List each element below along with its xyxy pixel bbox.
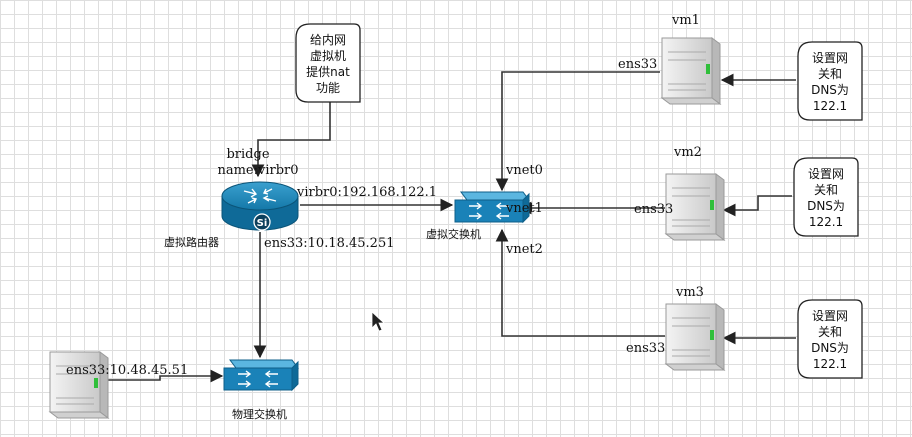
vm3-note: 设置网 关和 DNS为 122.1 <box>797 299 863 379</box>
vm3-note-line-2: 关和 <box>818 325 842 339</box>
router-icon: Si <box>221 181 299 231</box>
router-note-line-2: 虚拟机 <box>310 49 346 63</box>
edge-note-to-router <box>251 94 331 178</box>
vm3-note-line-4: 122.1 <box>813 357 847 371</box>
router-note: 给内网 虚拟机 提供nat 功能 <box>295 23 361 103</box>
mouse-cursor-icon <box>371 311 386 332</box>
vm2-note-line-4: 122.1 <box>809 215 843 229</box>
physical-switch: 物理交换机 <box>223 359 299 421</box>
edge-vm1-to-virtual-switch <box>495 71 660 192</box>
vm3-nic-label: ens33 <box>626 341 665 356</box>
vm2-nic-label: ens33 <box>634 202 673 217</box>
vm3: vm3 ens33 <box>626 285 725 371</box>
vm2: vm2 ens33 <box>634 145 725 241</box>
virtual-router: bridge name:virbr0 Si virbr0:192.168.122… <box>164 147 437 251</box>
pswitch-caption: 物理交换机 <box>232 407 287 421</box>
vm1-note-line-4: 122.1 <box>813 99 847 113</box>
vm1-note: 设置网 关和 DNS为 122.1 <box>797 41 863 121</box>
physical-switch-icon <box>223 359 299 391</box>
vm1-note-line-2: 关和 <box>818 67 842 81</box>
vswitch-port-vnet0: vnet0 <box>505 163 543 178</box>
vm2-server-icon <box>665 173 725 241</box>
host-ens33-ip-label: ens33:10.48.45.51 <box>66 363 188 378</box>
vm1-name: vm1 <box>671 13 700 28</box>
vm1-nic-label: ens33 <box>618 57 657 72</box>
router-ens33-ip-label: ens33:10.18.45.251 <box>264 236 395 251</box>
host-server-icon <box>49 351 109 419</box>
router-badge: Si <box>257 218 268 229</box>
vm3-note-line-1: 设置网 <box>812 309 848 323</box>
virtual-switch: vnet0 vnet1 虚拟交换机 vnet2 <box>426 163 543 257</box>
host-server: ens33:10.48.45.51 <box>49 351 188 419</box>
vm3-server-icon <box>665 303 725 371</box>
vm3-note-line-3: DNS为 <box>811 341 849 355</box>
vm2-note-line-1: 设置网 <box>808 167 844 181</box>
router-caption: 虚拟路由器 <box>164 235 219 249</box>
vswitch-port-vnet1: vnet1 <box>505 201 543 216</box>
router-bridge-name-label: name:virbr0 <box>217 163 298 178</box>
router-bridge-label: bridge <box>226 147 269 162</box>
vm2-note: 设置网 关和 DNS为 122.1 <box>793 157 859 237</box>
vm2-name: vm2 <box>673 145 702 160</box>
router-virbr0-ip-label: virbr0:192.168.122.1 <box>296 185 437 200</box>
vm1-server-icon <box>661 37 721 105</box>
vm1-note-line-3: DNS为 <box>811 83 849 97</box>
vm3-name: vm3 <box>675 285 704 300</box>
vm1: vm1 ens33 <box>618 13 721 105</box>
router-note-line-3: 提供nat <box>306 64 350 79</box>
router-note-line-4: 功能 <box>316 81 340 95</box>
vswitch-port-vnet2: vnet2 <box>505 242 543 257</box>
router-note-line-1: 给内网 <box>310 33 346 47</box>
vm2-note-line-3: DNS为 <box>807 199 845 213</box>
vm2-note-line-2: 关和 <box>814 183 838 197</box>
edge-note2-to-vm2 <box>722 195 792 217</box>
vswitch-caption: 虚拟交换机 <box>426 227 481 241</box>
edge-vm3-to-virtual-switch <box>495 228 665 337</box>
edge-host-to-physical-switch <box>104 369 224 383</box>
vm1-note-line-1: 设置网 <box>812 51 848 65</box>
